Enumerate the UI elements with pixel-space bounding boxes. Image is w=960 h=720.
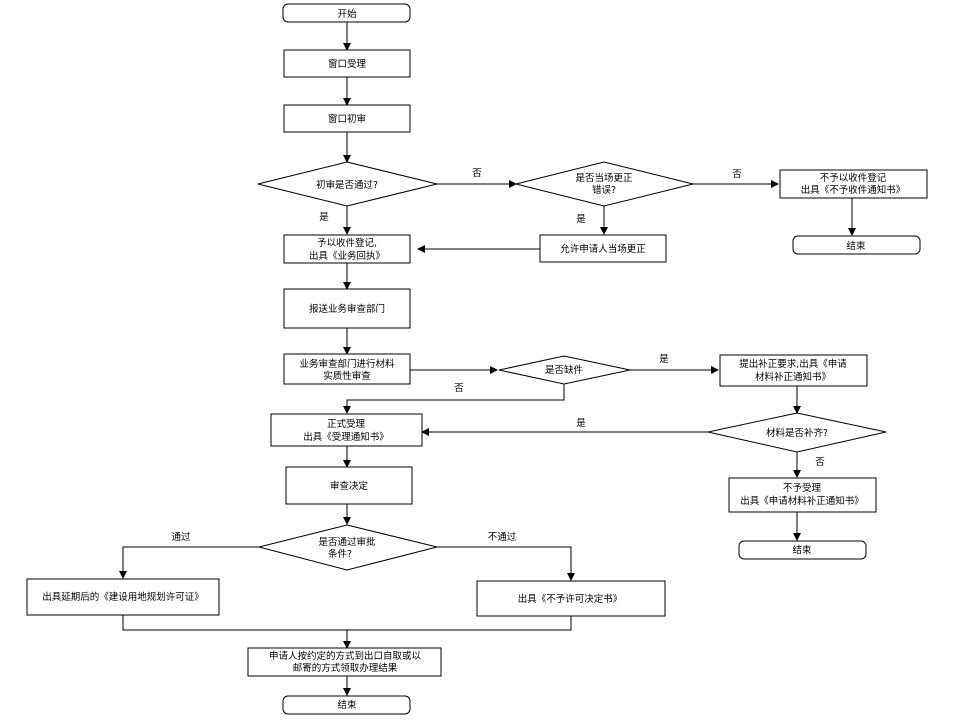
not-accept-box (728, 477, 877, 513)
materials-complete-label: 材料是否补齐? (766, 427, 828, 439)
edge-label-no-3: 否 (454, 383, 464, 394)
window-review-box (283, 104, 411, 133)
edge-labels: 否 否 是 是 是 否 是 否 通过 不通过 (171, 168, 825, 543)
end-terminator-1 (792, 235, 921, 255)
correct-onsite-label-1: 是否当场更正 (575, 172, 633, 184)
edge-label-no-1: 否 (472, 168, 482, 179)
initial-review-label: 初审是否通过? (316, 179, 378, 191)
end-label-2: 结束 (792, 544, 812, 556)
edge-approval-pass (119, 546, 259, 579)
start-terminator (282, 3, 411, 23)
request-supplement-box (719, 354, 868, 387)
review-decision-label: 审查决定 (330, 480, 369, 492)
edges (119, 22, 856, 696)
edge-approval-notpass (437, 546, 575, 581)
edge-label-not-pass: 不通过 (488, 531, 517, 543)
request-supplement-label-2: 材料补正通知书》 (755, 371, 831, 383)
initial-review-diamond (257, 161, 438, 207)
applicant-collect-label-1: 申请人按约定的方式到出口自取或以 (269, 650, 422, 662)
edge-label-pass: 通过 (171, 531, 191, 543)
end-terminator-2 (738, 540, 867, 560)
node-labels: 开始 窗口受理 窗口初审 初审是否通过? 是否当场更正 错误? 不予以收件登记 … (42, 8, 905, 711)
edge-label-no-2: 否 (732, 169, 742, 180)
reject-registration-label-1: 不予以收件登记 (820, 172, 887, 184)
accept-registration-box (283, 234, 411, 264)
start-label: 开始 (337, 8, 357, 20)
accept-registration-label-2: 出具《业务回执》 (309, 250, 385, 262)
issue-permit-label: 出具延期后的《建设用地规划许可证》 (42, 591, 204, 603)
end-terminator-3 (282, 695, 411, 715)
edge-label-yes-3: 是 (659, 354, 669, 365)
edge-label-yes-2: 是 (576, 214, 586, 225)
correct-onsite-label-2: 错误? (592, 184, 616, 196)
approval-conditions-label-1: 是否通过审批 (318, 536, 376, 548)
formal-accept-label-1: 正式受理 (327, 418, 366, 430)
send-review-box (283, 288, 411, 329)
issue-permit-box (26, 578, 220, 616)
edge-refusal-join (347, 616, 572, 631)
applicant-collect-label-2: 邮寄的方式领取办理结果 (293, 662, 398, 674)
edge-label-no-4: 否 (815, 457, 825, 468)
allow-correction-label: 允许申请人当场更正 (560, 243, 646, 255)
reject-registration-label-2: 出具《不予收件通知书》 (801, 184, 906, 196)
accept-registration-label-1: 予以收件登记, (317, 237, 377, 249)
edge-permit-join (122, 615, 347, 631)
window-review-label: 窗口初审 (328, 113, 366, 125)
edge-label-yes-1: 是 (319, 212, 329, 223)
nodes (26, 3, 928, 715)
missing-docs-label: 是否缺件 (545, 364, 584, 376)
edge-missing-no (343, 384, 565, 414)
send-review-label: 报送业务审查部门 (309, 303, 385, 315)
material-review-box (283, 353, 411, 385)
materials-complete-diamond (707, 412, 887, 453)
applicant-collect-box (247, 647, 442, 677)
issue-refusal-label: 出具《不予许可决定书》 (518, 593, 623, 605)
review-decision-box (285, 466, 413, 505)
allow-correction-box (539, 234, 667, 263)
not-accept-label-1: 不予受理 (783, 482, 822, 494)
approval-conditions-diamond (258, 524, 438, 571)
issue-refusal-box (476, 580, 666, 617)
window-accept-label: 窗口受理 (328, 58, 367, 70)
window-accept-box (283, 49, 411, 78)
end-label-1: 结束 (846, 240, 866, 252)
end-label-3: 结束 (337, 699, 357, 711)
edge-label-yes-4: 是 (576, 418, 586, 429)
missing-docs-diamond (498, 355, 631, 385)
material-review-label-1: 业务审查部门进行材料 (299, 358, 395, 370)
request-supplement-label-1: 提出补正要求,出具《申请 (739, 358, 847, 370)
formal-accept-label-2: 出具《受理通知书》 (303, 431, 389, 443)
reject-registration-box (779, 169, 928, 199)
not-accept-label-2: 出具《申请材料补正通知书》 (740, 495, 864, 507)
correct-onsite-diamond (515, 161, 694, 207)
approval-conditions-label-2: 条件? (328, 548, 352, 560)
material-review-label-2: 实质性审查 (323, 370, 371, 382)
formal-accept-box (270, 413, 423, 447)
